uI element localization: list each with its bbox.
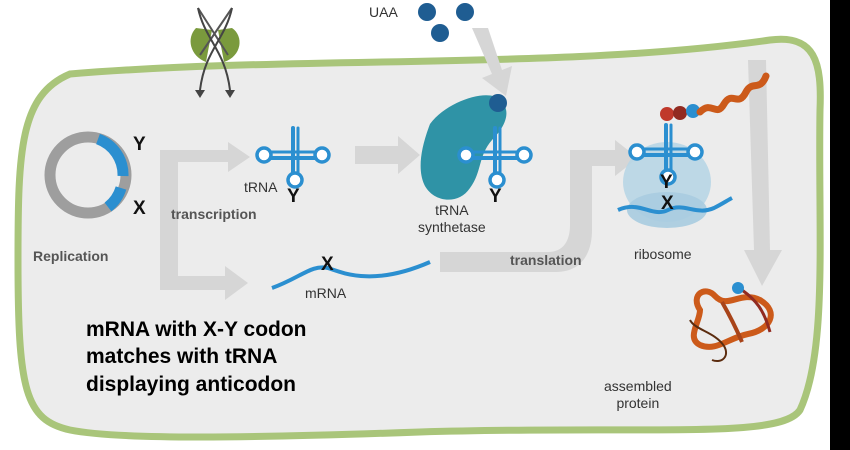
assembled-protein-label: assembled protein [604,378,672,411]
ribosome-x-label: X [661,193,674,214]
cell-membrane [14,35,824,441]
uaa-molecules-icon [418,3,474,42]
transcription-label: transcription [171,206,257,222]
protein-chain-icon [660,72,770,121]
ribosome-mrna-strand [617,196,733,214]
plasmid-x-label: X [133,198,146,219]
mrna-strand [271,260,431,290]
caption-line-1: mRNA with X-Y codon [86,318,307,341]
replication-label: Replication [33,248,109,264]
right-edge-bar [830,0,850,450]
process-arrows [160,28,782,300]
trna-synthetase-label: tRNA synthetase [418,202,486,235]
assembled-protein-icon [689,282,774,362]
synthetase-trna-y-label: Y [489,186,502,207]
translation-label: translation [510,252,582,268]
ribosome-label: ribosome [634,246,692,262]
codon-anticodon-caption: mRNA with X-Y codon matches with tRNA di… [86,316,386,398]
trna-label: tRNA [244,179,278,195]
caption-line-3: displaying anticodon [86,372,297,396]
mrna-label: mRNA [305,285,347,301]
plasmid-icon [44,131,132,219]
plasmid-y-label: Y [133,134,146,155]
uaa-label: UAA [369,4,398,20]
caption-line-2: matches with tRNA [86,345,278,369]
ribosome-y-label: Y [660,172,673,193]
trna-anticodon-y-label: Y [287,186,300,207]
membrane-transporter-icon [190,7,240,98]
mrna-codon-x-label: X [321,254,334,275]
